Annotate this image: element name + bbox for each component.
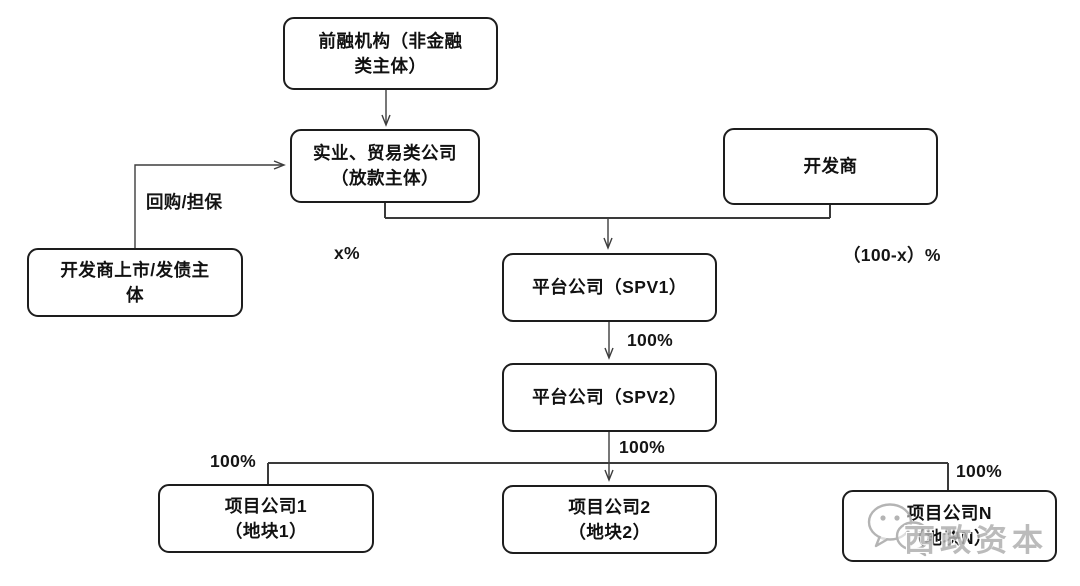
node-label: 平台公司（SPV2） [532, 387, 687, 408]
node-label: 实业、贸易类公司 （放款主体） [313, 143, 457, 188]
node-developer-listed-bond-entity: 开发商上市/发债主 体 [27, 248, 243, 317]
edge-label-100pct-project1: 100% [210, 451, 256, 471]
edge-label-100pct-spv2-down: 100% [619, 437, 665, 457]
edge-label-100-minus-x-percent: （100-x）% [843, 245, 941, 265]
node-label: 项目公司2 （地块2） [568, 496, 651, 542]
node-label: 平台公司（SPV1） [532, 277, 687, 298]
node-project-company-n: 项目公司N （地块N） [842, 490, 1057, 562]
node-project-company-2: 项目公司2 （地块2） [502, 485, 717, 554]
node-industrial-trading-company: 实业、贸易类公司 （放款主体） [290, 129, 480, 203]
node-label: 开发商 [803, 156, 858, 177]
node-label: 项目公司1 （地块1） [224, 495, 308, 541]
edge-label-repurchase-guarantee: 回购/担保 [146, 192, 223, 212]
node-label: 项目公司N （地块N） [906, 503, 993, 548]
node-project-company-1: 项目公司1 （地块1） [158, 484, 374, 553]
edge-label-x-percent: x% [334, 243, 360, 263]
node-developer: 开发商 [723, 128, 938, 205]
edge-label-100pct-spv1-spv2: 100% [627, 330, 673, 350]
node-platform-company-spv2: 平台公司（SPV2） [502, 363, 717, 432]
node-pre-financing-institution: 前融机构（非金融 类主体） [283, 17, 498, 90]
node-platform-company-spv1: 平台公司（SPV1） [502, 253, 717, 322]
edge-label-100pct-projectn: 100% [956, 461, 1002, 481]
node-label: 前融机构（非金融 类主体） [318, 30, 463, 76]
node-label: 开发商上市/发债主 体 [60, 259, 210, 305]
